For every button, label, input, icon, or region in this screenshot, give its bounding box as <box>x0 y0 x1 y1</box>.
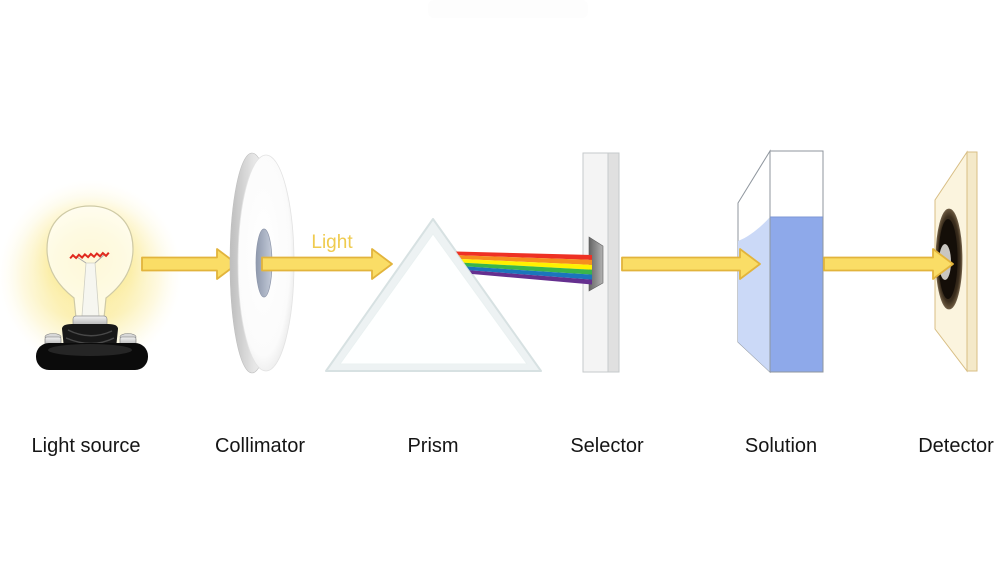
label-light-source: Light source <box>32 435 141 457</box>
rainbow-band <box>456 251 592 260</box>
rainbow-band <box>466 266 592 280</box>
label-prism: Prism <box>407 435 458 457</box>
rainbow-beam <box>456 251 592 285</box>
bulb-glass <box>46 205 134 319</box>
selector <box>582 152 620 373</box>
base-highlight <box>48 344 132 356</box>
beam-arrow-3 <box>621 248 761 280</box>
light-source <box>0 180 182 370</box>
beam-label: Light <box>311 232 353 253</box>
label-detector: Detector <box>918 435 994 457</box>
prism-inner <box>339 233 528 365</box>
rainbow-band <box>469 270 592 285</box>
selector-side <box>607 152 620 373</box>
faint-watermark <box>428 0 588 18</box>
beam-arrow-2 <box>261 248 393 280</box>
detector-side <box>966 151 978 372</box>
beam-arrow-4 <box>823 248 954 280</box>
bulb-wires <box>76 254 105 264</box>
label-selector: Selector <box>570 435 644 457</box>
cuvette-left-liquid <box>738 217 770 372</box>
rainbow-band <box>464 262 592 275</box>
rainbow-band <box>461 259 592 270</box>
prism <box>325 218 542 372</box>
filament <box>69 251 110 260</box>
label-solution: Solution <box>745 435 817 457</box>
cuvette-front-liquid <box>770 217 823 372</box>
rainbow-band <box>458 255 592 265</box>
label-collimator: Collimator <box>215 435 305 457</box>
beam-arrow-1 <box>141 248 238 280</box>
